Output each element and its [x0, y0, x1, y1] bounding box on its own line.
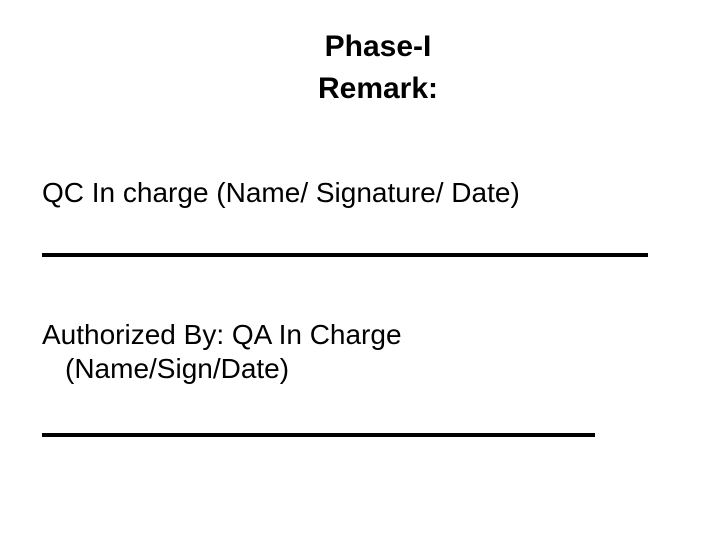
page-title-line-1: Phase-I — [324, 30, 432, 63]
qc-signature-line — [42, 253, 648, 257]
qc-in-charge-label: QC In charge (Name/ Signature/ Date) — [42, 177, 520, 208]
authorized-by-label: Authorized By: QA In Charge — [42, 319, 402, 350]
qc-signature-spacer — [42, 210, 682, 318]
page-title: Phase-I Remark: — [0, 26, 720, 110]
page-title-line-2: Remark: — [317, 72, 439, 105]
authorized-by-sub-label: (Name/Sign/Date) — [65, 353, 290, 384]
qa-signature-line — [42, 433, 595, 437]
signature-block: QC In charge (Name/ Signature/ Date) Aut… — [42, 176, 682, 386]
